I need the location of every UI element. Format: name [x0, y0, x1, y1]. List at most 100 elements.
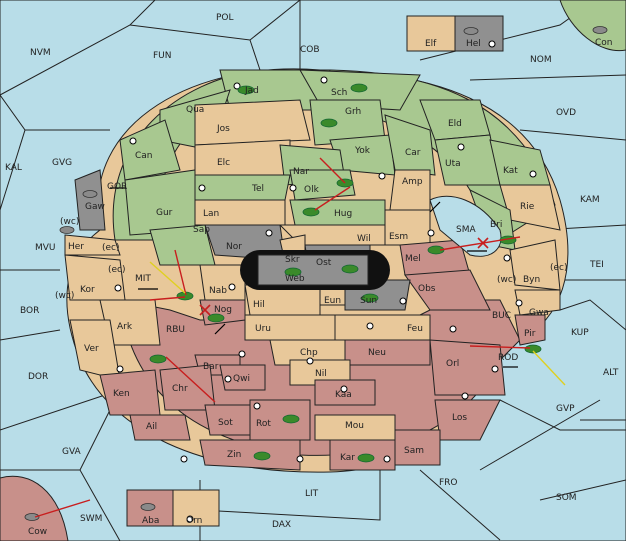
territory-gaw[interactable]: [74, 169, 106, 231]
land-label-mel: Mel: [405, 254, 421, 264]
fleet-con[interactable]: [592, 26, 608, 34]
sma-inlet: [429, 195, 502, 257]
unit-kar[interactable]: [357, 453, 375, 463]
land-label-nab: Nab: [209, 286, 227, 296]
territory-jos[interactable]: [194, 99, 311, 146]
land-label-eun: Eun: [324, 296, 341, 306]
land-label-obs: Obs: [418, 284, 436, 294]
territory-pir[interactable]: [514, 314, 546, 346]
fleet-aba[interactable]: [140, 503, 156, 511]
territory-orn[interactable]: [172, 489, 220, 527]
sea-label-tei: TEI: [589, 260, 604, 270]
land-label-sot: Sot: [218, 418, 233, 428]
land-label-amp: Amp: [402, 177, 423, 187]
land-label-wil: Wil: [357, 234, 371, 244]
land-label-los: Los: [452, 413, 467, 423]
land-label-lan: Lan: [203, 209, 219, 219]
land-label-jad: Jad: [244, 86, 259, 96]
sea-label-swm: SWM: [80, 514, 102, 524]
land-label-neu: Neu: [368, 348, 386, 358]
sea-label-som: SOM: [556, 493, 577, 503]
sea-label-gvp: GVP: [556, 404, 575, 414]
land-label-nar: Nar: [293, 167, 309, 177]
territory-sam[interactable]: [394, 429, 441, 466]
land-label-nog: Nog: [214, 305, 232, 315]
unit-zin[interactable]: [253, 451, 271, 461]
land-label-feu: Feu: [407, 324, 423, 334]
territory-neu[interactable]: [344, 339, 431, 366]
land-label-bri: Bri: [490, 220, 502, 230]
cut-marks: [199, 237, 489, 316]
fleet-hel[interactable]: [463, 27, 479, 35]
sea-label-gvg: GVG: [52, 158, 72, 168]
territory-her[interactable]: [64, 234, 121, 256]
unit-grh[interactable]: [320, 118, 338, 128]
unit-web[interactable]: [284, 267, 302, 277]
land-label-nor: Nor: [226, 242, 242, 252]
territory-zin[interactable]: [199, 439, 301, 471]
territory-ken[interactable]: [99, 369, 161, 416]
land-territories: [64, 69, 561, 471]
land-label-zin: Zin: [227, 450, 241, 460]
territory-gwa[interactable]: [514, 289, 561, 316]
land-label-pir: Pir: [524, 329, 536, 339]
land-label-ail: Ail: [146, 422, 157, 432]
unit-sch[interactable]: [350, 83, 368, 93]
territory-tel[interactable]: [194, 174, 291, 201]
land-label-kor: Kor: [80, 285, 95, 295]
territory-gur[interactable]: [124, 169, 196, 236]
unit-rot[interactable]: [282, 414, 300, 424]
land-label-tel: Tel: [251, 184, 264, 194]
unit-chr[interactable]: [149, 354, 167, 364]
land-label-ost: Ost: [316, 258, 332, 268]
territory-rot[interactable]: [249, 399, 311, 441]
land-label-elf: Elf: [425, 39, 437, 49]
sea-label-mvu: MVU: [35, 243, 56, 253]
land-label-hil: Hil: [253, 300, 265, 310]
territory-ail[interactable]: [129, 414, 191, 441]
unit-nog[interactable]: [207, 313, 225, 323]
fleet-gaw[interactable]: [82, 190, 98, 198]
land-label-sap: Sap: [193, 225, 210, 235]
territory-qwi[interactable]: [219, 364, 266, 391]
sea-label-lit: LIT: [305, 489, 319, 499]
territory-amp[interactable]: [389, 169, 431, 211]
land-label-kat: Kat: [503, 166, 518, 176]
territory-los[interactable]: [434, 399, 501, 441]
land-label-sam: Sam: [404, 446, 424, 456]
land-label-hug: Hug: [334, 209, 352, 219]
land-label-orn: Orn: [186, 516, 202, 526]
land-label-bar: Bar: [203, 362, 219, 372]
coast-label-ec: (ec): [102, 243, 120, 253]
land-label-qua: Qua: [186, 105, 204, 115]
fleet-cow[interactable]: [24, 513, 40, 521]
sea-label-nom: NOM: [530, 55, 552, 65]
unit-jad[interactable]: [237, 85, 255, 95]
coast-label-wc: (wc): [55, 291, 74, 301]
land-label-esm: Esm: [389, 232, 408, 242]
territory-can[interactable]: [119, 119, 181, 181]
territory-car[interactable]: [384, 114, 436, 176]
territory-orl[interactable]: [429, 339, 506, 396]
fleet-wc[interactable]: [59, 226, 75, 234]
land-label-qwi: Qwi: [233, 374, 250, 384]
land-label-ark: Ark: [117, 322, 133, 332]
land-label-gwa: Gwa: [529, 308, 549, 318]
sea-label-cob: COB: [300, 45, 320, 55]
sea-label-fun: FUN: [153, 51, 172, 61]
land-label-gaw: Gaw: [85, 202, 105, 212]
territory-kaa[interactable]: [314, 379, 376, 406]
territory-elc[interactable]: [194, 139, 291, 176]
sea-label-alt: ALT: [603, 368, 619, 378]
territory-elf[interactable]: [406, 15, 456, 52]
unit-pir[interactable]: [524, 344, 542, 354]
sea-label-kam: KAM: [580, 195, 600, 205]
land-label-skr: Skr: [285, 255, 300, 265]
unit-sun[interactable]: [361, 293, 379, 303]
coast-label-ec: (ec): [108, 265, 126, 275]
land-label-byn: Byn: [523, 275, 540, 285]
land-label-ver: Ver: [84, 344, 99, 354]
territory-obs[interactable]: [404, 269, 491, 311]
unit-ost[interactable]: [341, 264, 359, 274]
